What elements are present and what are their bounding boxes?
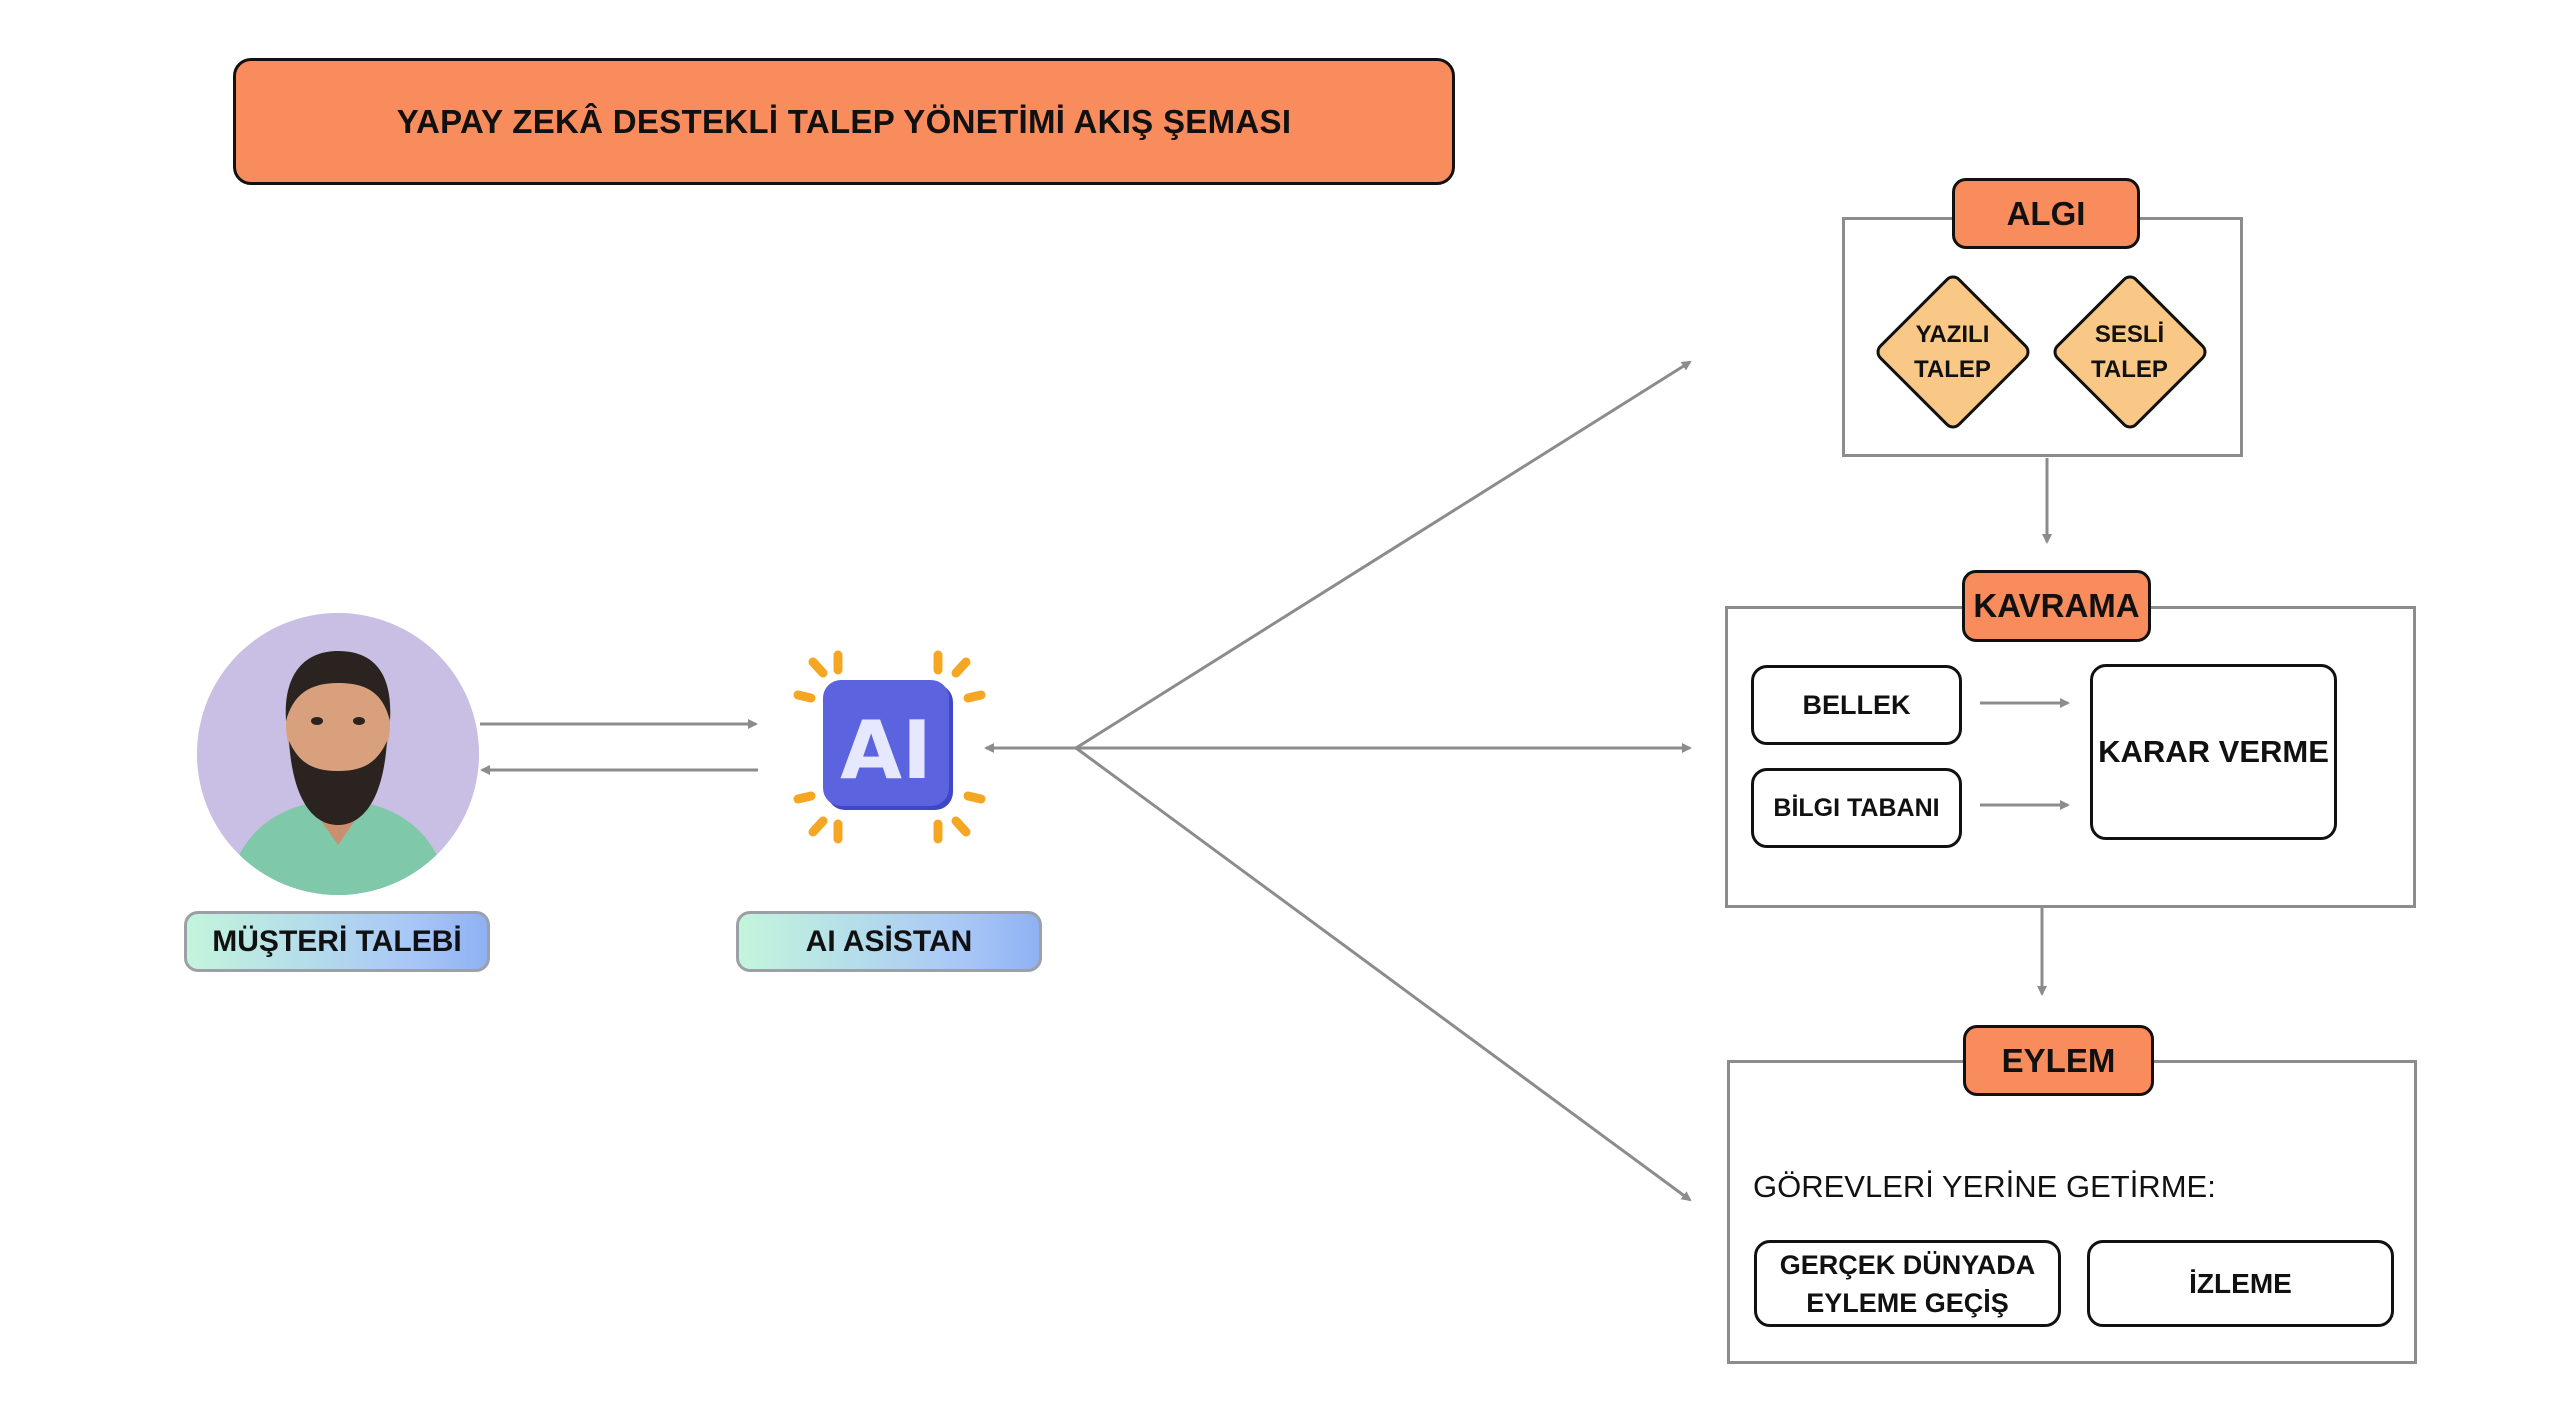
diagram-title: YAPAY ZEKÂ DESTEKLİ TALEP YÖNETİMİ AKIŞ … bbox=[233, 58, 1455, 185]
monitoring-box: İZLEME bbox=[2087, 1240, 2394, 1327]
decision-making-box: KARAR VERME bbox=[2090, 664, 2337, 840]
kavrama-header: KAVRAMA bbox=[1962, 570, 2151, 642]
knowledge-base-box: BİLGI TABANI bbox=[1751, 768, 1962, 848]
arrow-hub-to-eylem bbox=[1075, 746, 1692, 1202]
memory-box: BELLEK bbox=[1751, 665, 1962, 745]
eylem-header: EYLEM bbox=[1963, 1025, 2154, 1096]
ai-assistant-icon: AI bbox=[783, 640, 997, 854]
real-world-action-box: GERÇEK DÜNYADA EYLEME GEÇİŞ bbox=[1754, 1240, 2061, 1327]
written-request-diamond: YAZILI TALEP bbox=[1871, 270, 2034, 433]
ai-assistant-label: AI ASİSTAN bbox=[736, 911, 1042, 972]
person-icon bbox=[197, 613, 479, 895]
task-execution-subtitle: GÖREVLERİ YERİNE GETİRME: bbox=[1753, 1169, 2216, 1204]
customer-avatar bbox=[197, 613, 479, 895]
svg-text:AI: AI bbox=[840, 704, 932, 797]
real-world-action-line1: GERÇEK DÜNYADA bbox=[1779, 1249, 2036, 1280]
voice-request-line1: SESLİ bbox=[2094, 320, 2165, 348]
written-request-line2: TALEP bbox=[1914, 355, 1991, 383]
real-world-action-line2: EYLEME GEÇİŞ bbox=[1806, 1287, 2009, 1318]
written-request-line1: YAZILI bbox=[1915, 320, 1990, 348]
algi-header: ALGI bbox=[1952, 178, 2140, 249]
arrow-hub-to-algi bbox=[1075, 360, 1692, 750]
customer-request-label: MÜŞTERİ TALEBİ bbox=[184, 911, 490, 972]
voice-request-diamond: SESLİ TALEP bbox=[2048, 270, 2211, 433]
voice-request-line2: TALEP bbox=[2091, 355, 2168, 383]
